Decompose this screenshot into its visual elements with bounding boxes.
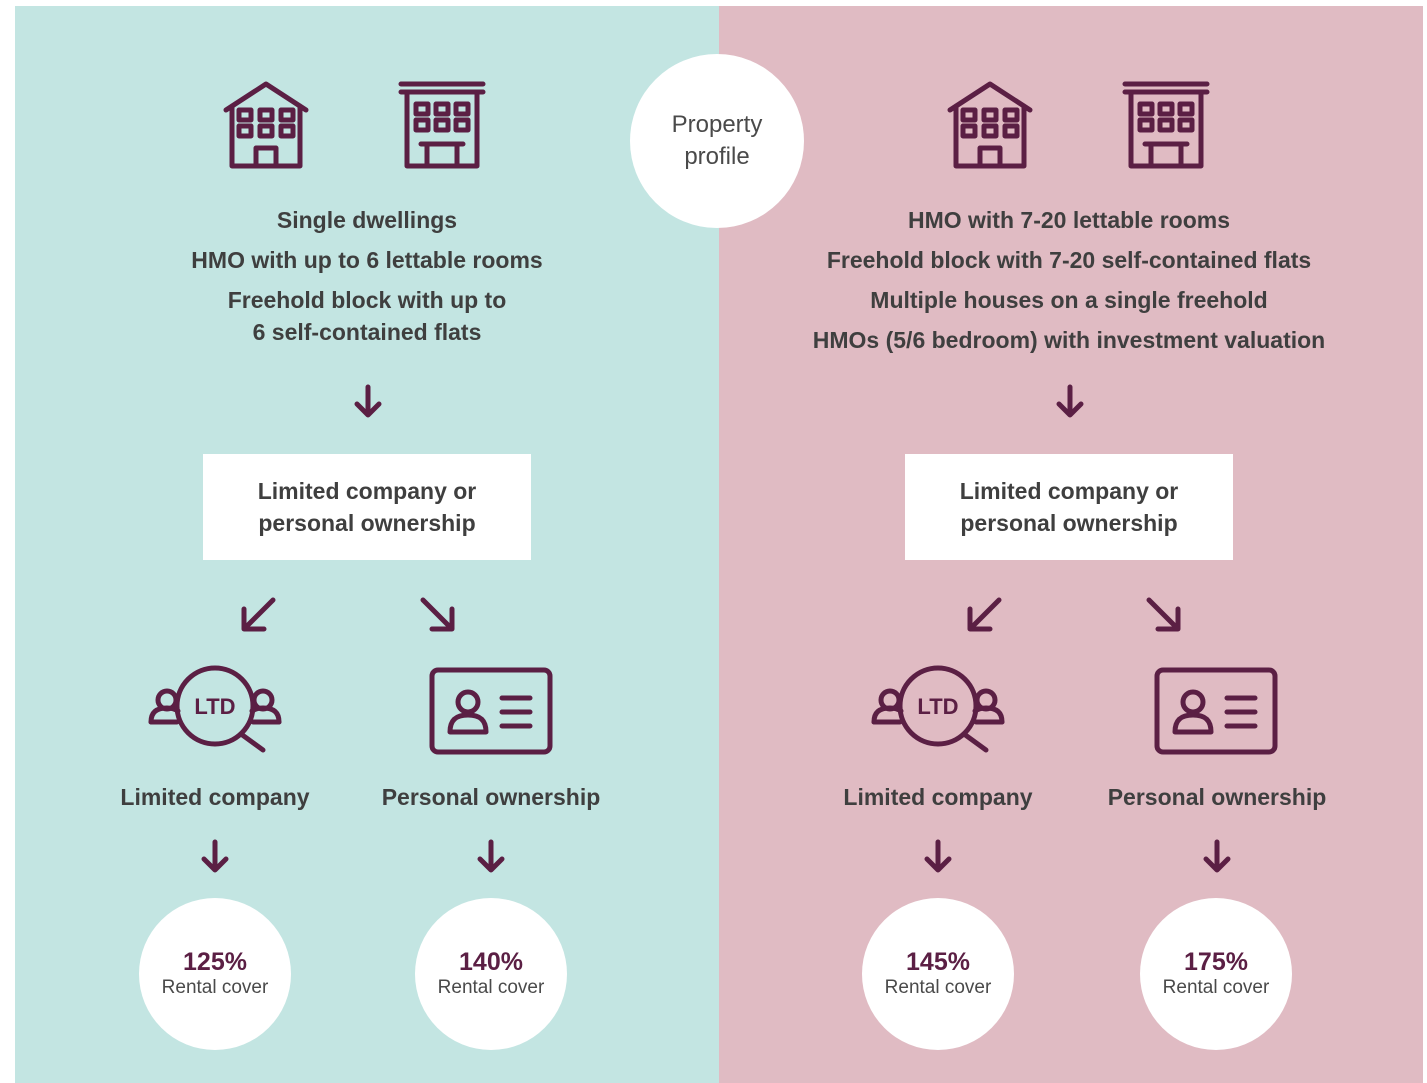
arrow-down-left-icon (967, 597, 1002, 632)
right-personal-result: 175% Rental cover (1140, 898, 1292, 1050)
right-property-line: Freehold block with 7-20 self-contained … (826, 247, 1312, 273)
left-company-label: Limited company (120, 784, 310, 810)
right-company-result: 145% Rental cover (862, 898, 1014, 1050)
arrow-down-icon (354, 384, 382, 418)
right-property-line: Multiple houses on a single freehold (870, 287, 1268, 313)
left-ownership-box: Limited company or personal ownership (203, 454, 531, 560)
left-property-line: Single dwellings (276, 207, 458, 233)
arrow-down-icon (201, 839, 229, 873)
house-icon (223, 81, 309, 169)
rental-cover-percent: 125% (183, 948, 247, 976)
property-profile-title-line2: profile (684, 143, 750, 170)
property-profile-badge: Property profile (630, 54, 804, 228)
ownership-box-line1: Limited company or (257, 478, 477, 504)
arrow-down-left-icon (241, 597, 276, 632)
right-property-line: HMOs (5/6 bedroom) with investment valua… (812, 327, 1326, 353)
arrow-down-right-icon (1146, 597, 1181, 632)
arrow-down-right-icon (420, 597, 455, 632)
ltd-text: LTD (194, 694, 235, 719)
ltd-search-icon: LTD (148, 665, 282, 753)
right-property-line: HMO with 7-20 lettable rooms (907, 207, 1231, 233)
arrow-down-icon (924, 839, 952, 873)
rental-cover-percent: 140% (459, 948, 523, 976)
left-property-types: Single dwellings HMO with up to 6 lettab… (57, 204, 677, 356)
ownership-box-line2: personal ownership (960, 510, 1178, 536)
rental-cover-percent: 175% (1184, 948, 1248, 976)
office-building-icon (1122, 81, 1210, 169)
right-property-types: HMO with 7-20 lettable rooms Freehold bl… (749, 204, 1389, 364)
left-property-line: 6 self-contained flats (252, 319, 482, 345)
id-card-icon (1154, 667, 1278, 755)
arrow-down-icon (1056, 384, 1084, 418)
arrow-down-icon (477, 839, 505, 873)
ownership-box-line1: Limited company or (959, 478, 1179, 504)
arrow-down-icon (1203, 839, 1231, 873)
left-personal-label: Personal ownership (381, 784, 601, 810)
ltd-search-icon: LTD (871, 665, 1005, 753)
property-profile-title-line1: Property (671, 111, 763, 138)
left-personal-result: 140% Rental cover (415, 898, 567, 1050)
rental-cover-caption: Rental cover (1162, 977, 1270, 998)
rental-cover-caption: Rental cover (161, 977, 269, 998)
right-personal-label: Personal ownership (1107, 784, 1327, 810)
rental-cover-caption: Rental cover (437, 977, 545, 998)
left-company-result: 125% Rental cover (139, 898, 291, 1050)
right-ownership-box: Limited company or personal ownership (905, 454, 1233, 560)
ltd-text: LTD (917, 694, 958, 719)
rental-cover-percent: 145% (906, 948, 970, 976)
house-icon (947, 81, 1033, 169)
left-property-line: Freehold block with up to (227, 287, 507, 313)
rental-cover-caption: Rental cover (884, 977, 992, 998)
left-property-line: HMO with up to 6 lettable rooms (191, 247, 543, 273)
id-card-icon (429, 667, 553, 755)
office-building-icon (398, 81, 486, 169)
ownership-box-line2: personal ownership (258, 510, 476, 536)
right-company-label: Limited company (843, 784, 1033, 810)
